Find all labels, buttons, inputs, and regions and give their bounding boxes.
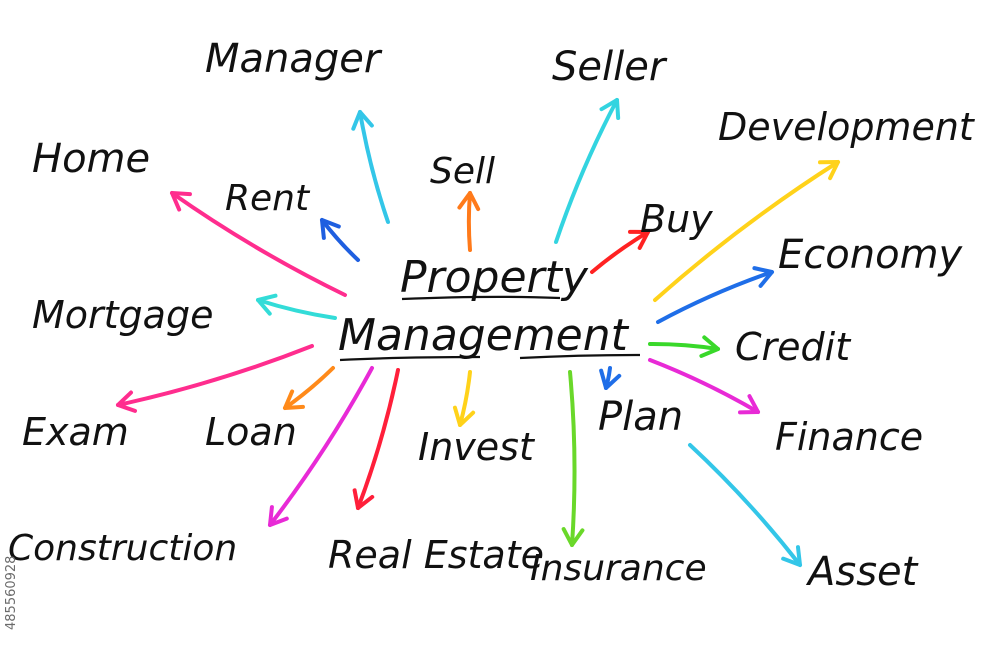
arrow-head (699, 335, 720, 358)
arrow-head (561, 527, 585, 547)
center-line-1-underline (401, 295, 561, 301)
node-development: Development (718, 105, 976, 149)
node-home: Home (32, 136, 150, 182)
node-real-estate: Real Estate (328, 533, 544, 577)
arrow-head (351, 110, 374, 131)
node-insurance: Insurance (530, 548, 707, 589)
node-finance: Finance (775, 415, 923, 459)
arrow-head (599, 368, 622, 390)
arrow-to-economy (656, 266, 774, 324)
node-buy: Buy (640, 197, 713, 241)
arrow-head (738, 394, 760, 415)
node-asset: Asset (805, 549, 919, 595)
arrow-head (268, 505, 289, 527)
arrow-to-development (653, 160, 840, 302)
arrow-shaft (458, 370, 472, 427)
arrow-head (599, 98, 621, 120)
arrow-head (170, 191, 192, 212)
arrow-head (818, 160, 840, 181)
arrow-to-mortgage (256, 293, 337, 320)
arrow-shaft (648, 341, 720, 351)
node-mortgage: Mortgage (32, 293, 213, 337)
node-rent: Rent (225, 178, 311, 219)
arrow-to-real-estate (352, 368, 400, 510)
node-invest: Invest (418, 425, 536, 469)
arrow-head (752, 266, 774, 288)
word-layer: Manager Seller Sell Development Home Ren… (8, 36, 976, 595)
arrow-shaft (358, 110, 390, 224)
arrow-shaft (116, 344, 314, 407)
arrow-head (283, 389, 305, 410)
arrow-to-home (170, 191, 347, 297)
arrow-to-buy (590, 229, 650, 274)
arrow-to-manager (351, 110, 390, 224)
watermark-text: 485560928 (4, 555, 19, 630)
arrow-to-construction (268, 366, 374, 527)
arrow-to-rent (320, 218, 360, 262)
arrow-to-seller (554, 98, 621, 244)
arrow-head (628, 229, 650, 250)
arrow-layer (116, 98, 840, 567)
node-economy: Economy (778, 232, 964, 278)
arrow-to-invest (452, 370, 476, 427)
center-line-2: Management (338, 310, 630, 361)
center-line-2-underline-b (519, 353, 641, 360)
node-exam: Exam (22, 410, 129, 454)
arrow-shaft (554, 98, 619, 244)
arrow-to-loan (283, 366, 335, 410)
arrow-to-credit (648, 335, 720, 358)
arrow-shaft (656, 270, 774, 324)
arrow-shaft (590, 230, 650, 274)
arrow-shaft (653, 160, 840, 302)
arrow-to-exam (116, 344, 314, 413)
arrow-shaft (268, 366, 374, 527)
arrow-head (320, 218, 341, 240)
arrow-shaft (568, 370, 577, 547)
node-manager: Manager (205, 36, 383, 82)
arrow-head (116, 390, 138, 413)
arrow-head (352, 488, 375, 510)
arrow-head (457, 191, 481, 212)
arrow-to-finance (648, 358, 760, 415)
node-loan: Loan (205, 410, 297, 454)
arrow-head (256, 293, 278, 316)
node-seller: Seller (552, 44, 668, 90)
arrow-head (452, 405, 476, 427)
arrow-to-sell (457, 191, 481, 252)
arrow-shaft (320, 218, 360, 262)
stock-watermark-id: 485560928 (2, 430, 19, 630)
arrow-shaft (356, 368, 400, 510)
arrow-head (781, 545, 802, 567)
center-concept: Property Management (338, 252, 641, 362)
node-sell: Sell (430, 151, 495, 192)
arrow-shaft (688, 443, 802, 567)
node-construction: Construction (8, 528, 237, 569)
node-credit: Credit (735, 325, 852, 369)
arrow-to-plan (599, 366, 622, 390)
arrow-shaft (648, 358, 760, 414)
arrow-shaft (170, 191, 347, 297)
arrow-shaft (466, 191, 472, 252)
center-line-2-underline-a (339, 355, 481, 362)
arrow-shaft (283, 366, 335, 410)
arrow-to-insurance (561, 370, 585, 547)
arrow-to-asset (688, 443, 802, 567)
node-plan: Plan (598, 394, 683, 440)
arrow-shaft (256, 298, 337, 320)
center-line-1: Property (400, 252, 589, 303)
